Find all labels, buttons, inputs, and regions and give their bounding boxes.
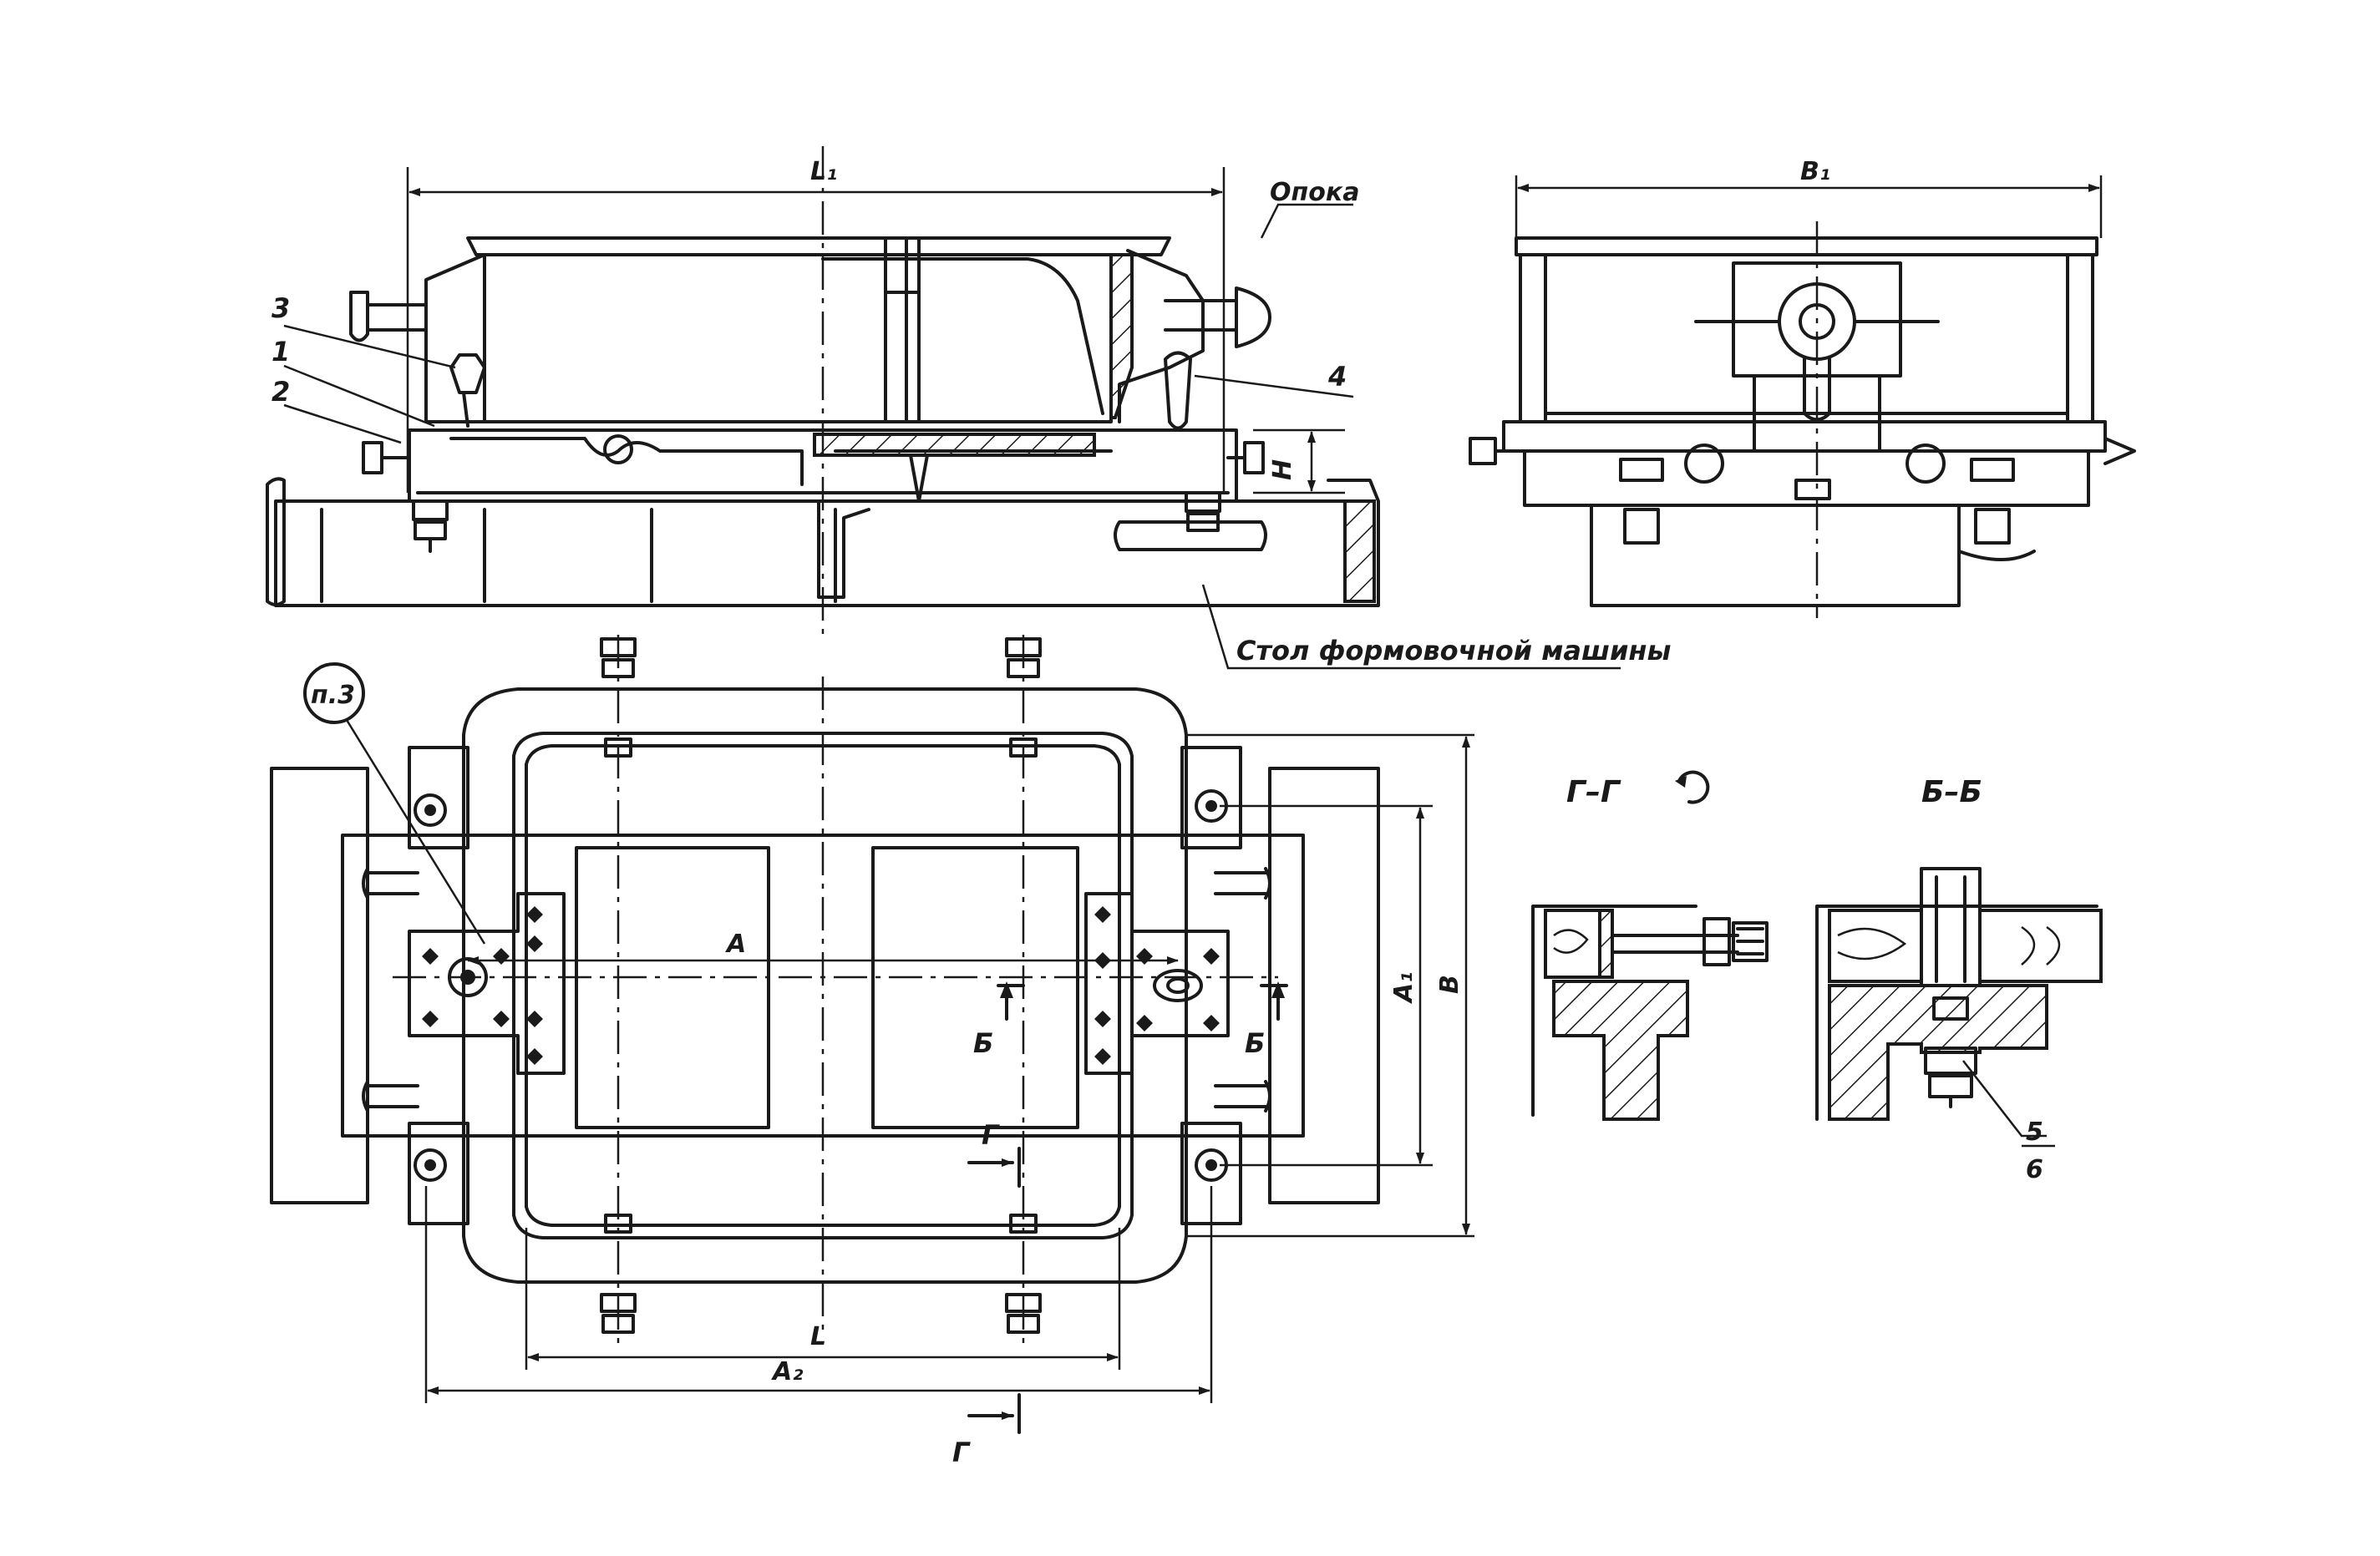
label-part-6: 6 — [2026, 1155, 2043, 1184]
clamp-bolts — [600, 637, 1042, 1334]
leader-1 — [283, 364, 435, 428]
plan-view: A A₁ B L A₂ Б Б Г Г п.3 — [270, 635, 1474, 1468]
label-callout-p3: п.3 — [311, 681, 355, 710]
label-cut-B-left: Б — [973, 1027, 993, 1059]
machine-table — [266, 477, 1380, 607]
label-H: H — [1268, 459, 1297, 480]
flask — [424, 236, 1205, 423]
label-B1: B₁ — [1800, 157, 1830, 186]
front-view: L₁ H Опока Стол формовочной машины 3 1 2… — [266, 146, 1672, 670]
dim-H — [1253, 428, 1345, 494]
label-A2: A₂ — [771, 1357, 803, 1386]
label-part-1: 1 — [271, 336, 290, 367]
leader-2 — [283, 403, 402, 444]
label-section-GG: Г–Г — [1566, 775, 1621, 809]
side-view: B₁ — [1469, 157, 2136, 618]
label-part-5: 5 — [2026, 1118, 2043, 1147]
label-L1: L₁ — [810, 157, 837, 186]
label-cut-B-right: Б — [1245, 1027, 1265, 1059]
label-B: B — [1435, 975, 1464, 994]
section-BB: Б–Б 5 6 — [1815, 775, 2103, 1184]
label-part-4: 4 — [1327, 361, 1347, 393]
leader-4 — [1194, 374, 1354, 398]
section-GG: Г–Г — [1531, 770, 1769, 1121]
right-pad — [1084, 892, 1230, 1075]
label-A: A — [725, 930, 746, 959]
callout-circle — [303, 662, 365, 724]
label-opoka: Опока — [1270, 178, 1359, 207]
leader-opoka — [1260, 203, 1353, 239]
label-part-2: 2 — [271, 376, 290, 408]
left-pad — [408, 892, 566, 1075]
label-table: Стол формовочной машины — [1236, 635, 1672, 666]
leader-3 — [283, 324, 456, 369]
label-section-BB: Б–Б — [1921, 775, 1982, 809]
label-L: L — [810, 1322, 826, 1351]
bolts — [362, 441, 1265, 553]
rotate-icon — [1677, 770, 1710, 804]
dim-L1 — [406, 167, 1226, 493]
label-cut-G-top: Г — [982, 1119, 1000, 1151]
label-part-3: 3 — [271, 292, 290, 324]
label-A1: A₁ — [1389, 972, 1418, 1004]
label-cut-G-bottom: Г — [952, 1437, 971, 1468]
leader-table — [1201, 584, 1621, 670]
guide-pins — [349, 286, 1271, 430]
